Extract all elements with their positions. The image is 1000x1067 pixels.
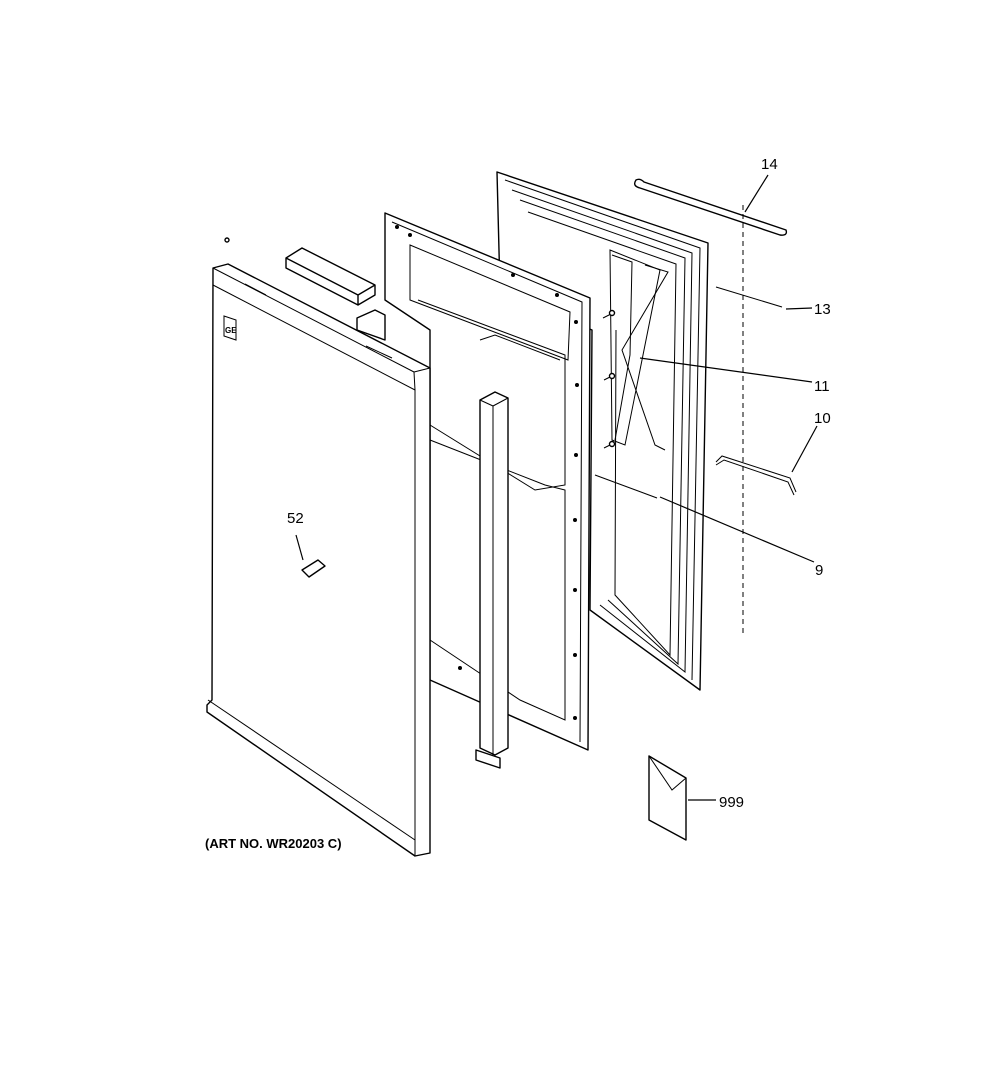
- callout-13: 13: [814, 301, 831, 318]
- ge-logo: [223, 315, 237, 341]
- callout-14: 14: [761, 156, 778, 173]
- spacer-bar: [475, 391, 509, 769]
- callout-52: 52: [287, 510, 304, 527]
- callout-9: 9: [815, 562, 823, 579]
- rod-14: [633, 178, 788, 236]
- art-number: (ART NO. WR20203 C): [205, 836, 342, 851]
- small-plug: [224, 237, 230, 243]
- side-block: [356, 309, 386, 341]
- screws: [602, 309, 616, 449]
- handle-52: [301, 559, 326, 578]
- callout-11: 11: [814, 378, 830, 395]
- logo-text: GE: [225, 326, 237, 335]
- strip-9: [594, 474, 658, 499]
- bracket-10: [715, 455, 797, 496]
- foam-block: [285, 247, 376, 306]
- callout-10: 10: [814, 410, 831, 427]
- callout-999: 999: [719, 794, 744, 811]
- literature-envelope-999: [648, 755, 687, 841]
- rod-13: [715, 286, 783, 308]
